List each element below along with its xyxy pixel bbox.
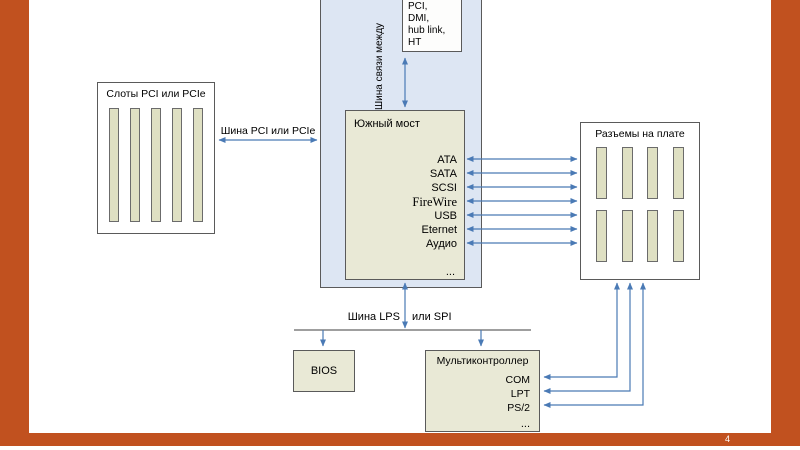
multicontroller-title: Мультиконтроллер — [436, 355, 529, 367]
port-label-com: COM — [505, 374, 531, 386]
top-connector-line: DMI, — [408, 13, 430, 24]
lpc-bus-label-right: или SPI — [412, 311, 452, 323]
accent-bar-bottom — [0, 433, 800, 446]
board-connectors-title: Разъемы на плате — [595, 128, 685, 140]
interface-label-sata: SATA — [429, 168, 457, 180]
pci-slot — [130, 108, 140, 222]
arrow-lpt — [543, 282, 633, 394]
accent-bar-right — [771, 0, 800, 433]
interface-label-audio: Аудио — [425, 238, 457, 250]
interface-label-ata: ATA — [437, 154, 457, 166]
lpc-bus-label-left: Шина LPS — [347, 311, 400, 323]
pci-slot — [193, 108, 203, 222]
multicontroller-box: Мультиконтроллер COM LPT PS/2 ... — [425, 350, 540, 432]
pci-slots-box: Слоты PCI или PCIe — [97, 82, 215, 234]
connector-row — [581, 210, 699, 262]
arrow-com — [543, 282, 620, 380]
pci-slot — [109, 108, 119, 222]
top-connector-box: PCI, DMI, hub link, HT — [402, 0, 462, 52]
port-label-lpt: LPT — [510, 388, 530, 400]
pci-bus-label: Шина PCI или PCIe — [220, 125, 316, 137]
interface-label-usb: USB — [434, 210, 457, 222]
board-connectors-box: Разъемы на плате — [580, 122, 700, 280]
accent-bar-left — [0, 0, 29, 433]
board-connector-slot — [621, 210, 633, 262]
pci-slot — [172, 108, 182, 222]
interface-label-firewire: FireWire — [412, 195, 457, 209]
southbridge-title: Южный мост — [354, 118, 420, 130]
port-label-ps2: PS/2 — [507, 402, 530, 414]
board-connector-slot — [673, 210, 685, 262]
pci-slot-row — [98, 108, 214, 222]
southbridge-ellipsis: ... — [445, 266, 455, 278]
slide-page-number: 4 — [724, 434, 730, 444]
pci-slots-title: Слоты PCI или PCIe — [106, 88, 206, 100]
interbridge-bus-label: Шина связи между — [374, 22, 385, 110]
board-connector-slot — [595, 147, 607, 199]
board-connector-slot — [621, 147, 633, 199]
interface-label-eternet: Eternet — [421, 224, 457, 236]
pci-slot — [151, 108, 161, 222]
multicontroller-port-list: COM LPT PS/2 — [506, 373, 531, 415]
board-connector-slot — [647, 147, 659, 199]
arrow-ps2 — [543, 282, 646, 408]
connector-row — [581, 147, 699, 199]
multicontroller-ellipsis: ... — [520, 418, 530, 430]
top-connector-line: HT — [408, 37, 422, 48]
top-connector-line: hub link, — [408, 25, 446, 36]
board-connector-slot — [673, 147, 685, 199]
top-connector-line: PCI, — [408, 1, 428, 12]
southbridge-interface-list: ATA SATA SCSI FireWire USB Eternet Аудио — [412, 153, 457, 251]
interface-label-scsi: SCSI — [431, 182, 457, 194]
bios-box: BIOS — [293, 350, 355, 392]
bios-label: BIOS — [310, 365, 338, 377]
board-connector-slot — [647, 210, 659, 262]
southbridge-box: Южный мост ATA SATA SCSI FireWire USB Et… — [345, 110, 465, 280]
board-connector-slot — [595, 210, 607, 262]
